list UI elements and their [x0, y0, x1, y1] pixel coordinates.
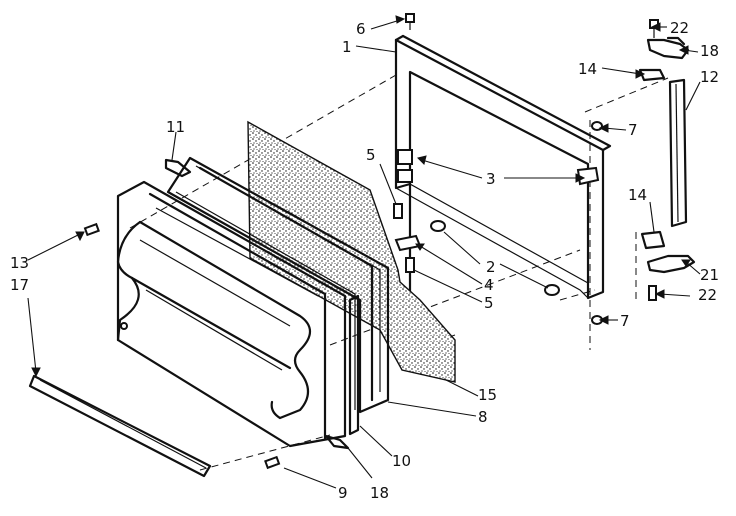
door-gasket: [166, 156, 390, 414]
door-panel: [116, 180, 347, 448]
door-liner-frame: [394, 34, 612, 302]
screw-5-lower: [405, 257, 415, 273]
callout-13: 13: [10, 254, 29, 272]
callout-labels: 6 1 22 18 14 12 7 11 5 3 14 13 2 21 17 4…: [10, 19, 719, 502]
callout-8: 8: [478, 408, 488, 426]
screw-hole: [120, 322, 128, 330]
callout-5-lower: 5: [484, 294, 494, 312]
screw-9: [264, 455, 281, 470]
hinge-bracket-lower: [397, 169, 413, 183]
bracket-4: [394, 234, 422, 252]
callout-2: 2: [486, 258, 496, 276]
callout-9: 9: [338, 484, 348, 502]
callout-22-bottom: 22: [698, 286, 717, 304]
screw-5-upper: [393, 203, 403, 219]
hinge-bracket-upper: [397, 149, 413, 165]
callout-14-bottom: 14: [628, 186, 647, 204]
callout-22-top: 22: [670, 19, 689, 37]
callout-11: 11: [166, 118, 185, 136]
alignment-lines: [129, 74, 669, 471]
door-side-strips: [324, 294, 360, 450]
shim-bottom: [640, 230, 666, 250]
shim-top: [638, 68, 666, 82]
callout-6: 6: [356, 20, 366, 38]
handle-strip: [28, 374, 212, 478]
callout-3: 3: [486, 170, 496, 188]
screw-6: [405, 13, 415, 30]
callout-14-top: 14: [578, 60, 597, 78]
callout-17: 17: [10, 276, 29, 294]
plug-2-a: [430, 220, 446, 232]
callout-21: 15: [478, 386, 497, 404]
screw-22-bottom: [648, 285, 657, 301]
callout-15: 18: [370, 484, 389, 502]
callout-7-top: 7: [628, 121, 638, 139]
callout-18-bottom: 21: [700, 266, 719, 284]
callout-7-bottom: 7: [620, 312, 630, 330]
callout-4: 4: [484, 276, 494, 294]
hinge-top: [646, 36, 690, 60]
callout-1: 1: [342, 38, 352, 56]
leader-lines: [27, 15, 701, 489]
callout-10: 10: [392, 452, 411, 470]
breaker-strip: [164, 158, 192, 178]
callout-12: 12: [700, 68, 719, 86]
insulation-panel: [247, 120, 456, 383]
callout-18-top: 18: [700, 42, 719, 60]
callout-5-upper: 5: [366, 146, 376, 164]
trim-strip-right: [668, 78, 688, 228]
screw-13: [83, 222, 100, 237]
plug-2-b: [544, 284, 560, 296]
